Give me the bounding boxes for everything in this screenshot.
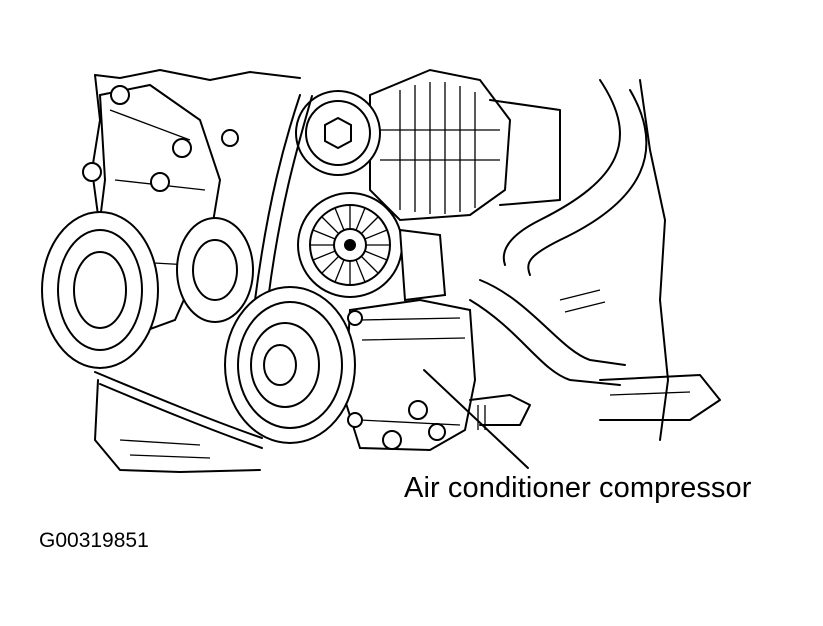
compressor-clutch-pulley	[224, 286, 356, 444]
crankshaft-pulley	[41, 211, 159, 369]
figure-id: G00319851	[39, 529, 149, 552]
drive-belt	[94, 94, 313, 449]
callout-leader-line	[423, 369, 529, 469]
component-callout-label: Air conditioner compressor	[404, 472, 752, 504]
alternator-pulley	[295, 90, 381, 176]
tensioner-pulley	[297, 192, 403, 298]
idler-pulley	[176, 217, 254, 323]
alternator	[369, 68, 561, 222]
engine-block	[91, 69, 721, 473]
ac-compressor	[343, 228, 531, 452]
hoses	[469, 79, 648, 386]
